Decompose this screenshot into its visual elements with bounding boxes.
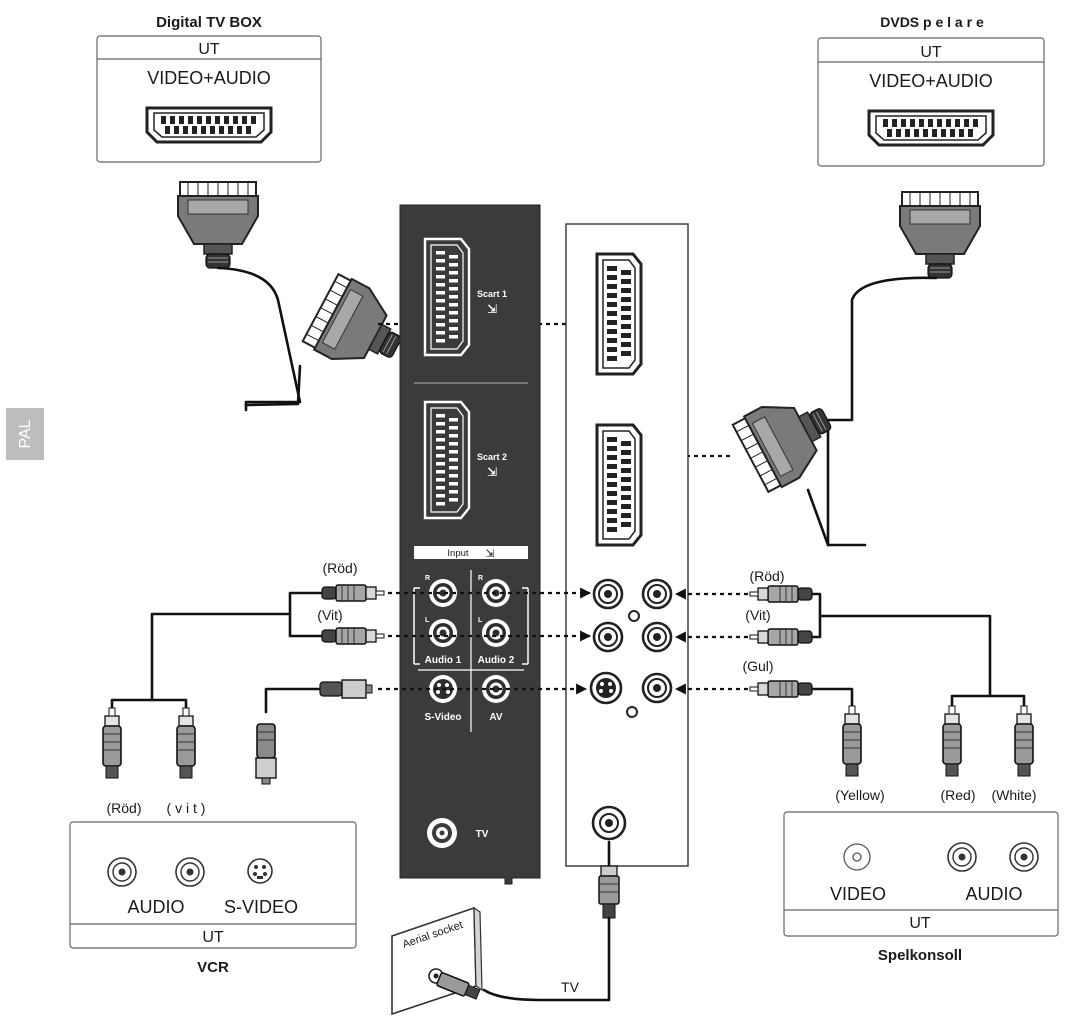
vcr-svideo-label: S-VIDEO: [224, 897, 298, 917]
console-audio-label: AUDIO: [965, 884, 1022, 904]
rca-plug-icon: [321, 584, 385, 602]
scart1-label: Scart 1: [477, 289, 507, 299]
scart-port-icon: [595, 423, 643, 547]
vcr-red-label: (Röd): [106, 800, 141, 816]
svideo-jack-icon: [589, 671, 623, 705]
digital-tv-box: Digital TV BOX UT VIDEO+AUDIO: [96, 14, 322, 163]
panel-l-right: L: [478, 617, 483, 624]
rca-jack-icon: [1009, 842, 1039, 872]
scart-symbol-icon: ⇲: [487, 302, 497, 316]
console-red-label: (Red): [940, 787, 975, 803]
panel-r-left: R: [425, 575, 430, 582]
console-out-label: UT: [909, 915, 931, 932]
console-white-label: (White): [991, 787, 1036, 803]
right-white-label: (Vit): [745, 607, 770, 623]
rca-plug-icon: [321, 627, 385, 645]
vcr-audio-label: AUDIO: [127, 897, 184, 917]
vcr-white-label: ( v i t ): [167, 800, 206, 816]
left-av-cables: (Röd) (Vit) (Röd) ( v i t ): [102, 560, 592, 816]
vcr: AUDIO S-VIDEO UT VCR: [69, 821, 357, 976]
side-tab-pal: PAL: [6, 408, 44, 460]
scart-port-icon: [595, 252, 643, 376]
scart-symbol-icon: ⇲: [487, 465, 497, 479]
audio2-label: Audio 2: [478, 655, 515, 666]
scart-cable-right-tail: [806, 488, 830, 547]
console-video-label: VIDEO: [830, 884, 886, 904]
left-white-label: (Vit): [317, 607, 342, 623]
svideo-plug-icon: [255, 723, 277, 785]
rca-plug-icon: [102, 707, 122, 779]
coax-jack-icon: [427, 818, 457, 848]
scart-cable-right: [826, 276, 938, 547]
rca-plug-icon: [176, 707, 196, 779]
rca-jack-icon: [107, 857, 137, 887]
vcr-title: VCR: [197, 959, 229, 976]
panel-r-right: R: [478, 575, 483, 582]
scart-plug-icon: [899, 191, 981, 279]
svideo-panel-label: S-Video: [424, 712, 461, 723]
aerial-connection: TV Aerial socket: [391, 840, 620, 1016]
scart-cable-left-tail: [244, 364, 302, 407]
rca-plug-icon: [842, 705, 862, 777]
rca-jack-icon: [429, 619, 457, 647]
side-tab-label: PAL: [17, 419, 34, 448]
av-panel-label: AV: [489, 712, 502, 723]
rca-jack-icon: [641, 578, 673, 610]
coax-plug-icon: [436, 972, 481, 1000]
console-yellow-label: (Yellow): [835, 787, 884, 803]
dvd-player-title: DVDS p e l a r e: [880, 14, 984, 30]
rca-jack-icon: [843, 843, 871, 871]
rca-jack-icon: [482, 675, 510, 703]
right-yellow-label: (Gul): [742, 658, 773, 674]
rca-plug-icon: [1014, 705, 1034, 777]
svideo-plug-icon: [319, 679, 373, 699]
input-symbol-icon: ⇲: [485, 548, 494, 560]
left-red-label: (Röd): [322, 560, 357, 576]
scart-port-icon: [145, 106, 273, 144]
coax-plug-icon: [598, 865, 620, 919]
input-label: Input: [447, 548, 468, 559]
scart-port-icon: [867, 109, 995, 147]
rca-jack-icon: [947, 842, 977, 872]
dvd-player: DVDS p e l a r e UT VIDEO+AUDIO: [817, 14, 1045, 167]
vcr-out-label: UT: [202, 929, 224, 946]
rca-jack-icon: [482, 619, 510, 647]
rca-jack-icon: [592, 578, 624, 610]
rca-jack-icon: [175, 857, 205, 887]
rca-jack-icon: [592, 621, 624, 653]
svideo-jack-icon: [247, 858, 273, 884]
digital-tv-box-title: Digital TV BOX: [156, 14, 262, 31]
tv-panel-label: TV: [476, 829, 489, 840]
dvd-player-port-label: VIDEO+AUDIO: [869, 71, 993, 91]
rca-plug-icon: [942, 705, 962, 777]
digital-tv-box-out-label: UT: [198, 41, 220, 58]
digital-tv-box-port-label: VIDEO+AUDIO: [147, 68, 271, 88]
dvd-player-out-label: UT: [920, 44, 942, 61]
scart-plug-icon: [177, 181, 259, 269]
scart-plug-icon: [300, 271, 417, 385]
console-title: Spelkonsoll: [878, 947, 962, 964]
rca-plug-icon: [749, 585, 813, 603]
rca-jack-icon: [641, 621, 673, 653]
coax-jack-icon: [591, 805, 627, 841]
audio1-label: Audio 1: [425, 655, 462, 666]
game-console: VIDEO AUDIO UT Spelkonsoll: [783, 811, 1059, 964]
right-red-label: (Röd): [749, 568, 784, 584]
tv-side-panel: [565, 223, 689, 867]
aerial-tv-label: TV: [561, 979, 580, 995]
right-av-cables: (Röd) (Vit) (Gul) (Yellow) (Red) (White): [674, 568, 1037, 803]
scart-cable-left: [216, 266, 302, 412]
tv-rear-panel: Scart 1 ⇲ Scart 2 ⇲ Input ⇲ R R L L Audi…: [399, 204, 541, 885]
scart2-label: Scart 2: [477, 452, 507, 462]
panel-l-left: L: [425, 617, 430, 624]
rca-jack-icon: [641, 672, 673, 704]
rca-plug-icon: [749, 628, 813, 646]
rca-plug-icon: [749, 680, 813, 698]
